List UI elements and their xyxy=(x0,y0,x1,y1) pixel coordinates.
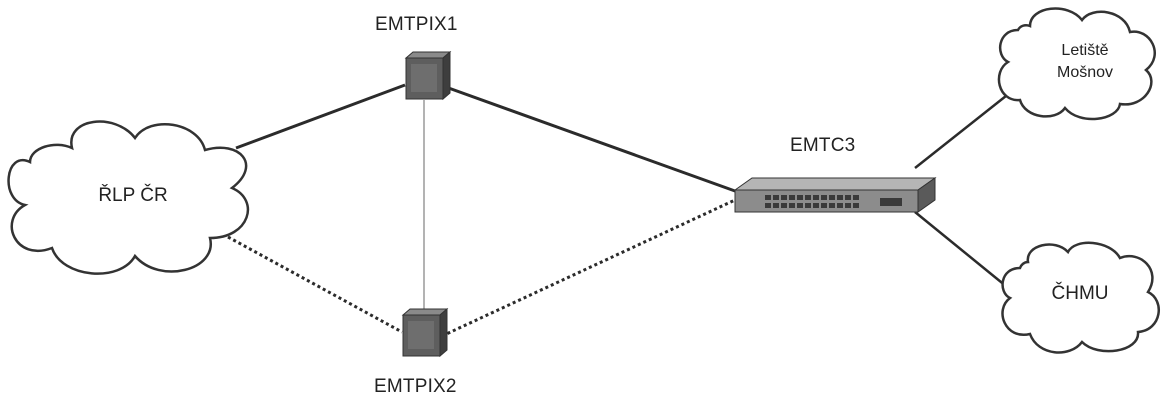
label-letiste: Letiště xyxy=(1061,42,1109,59)
link-emtpix1-emtc3 xyxy=(442,84,736,193)
link-emtc3-chmu xyxy=(914,211,1013,292)
link-rlp-emtpix1 xyxy=(235,83,406,150)
label-mosnov: Mošnov xyxy=(1056,64,1114,81)
label-emtc3: EMTC3 xyxy=(790,135,856,156)
cloud-chmu xyxy=(1001,241,1160,354)
firewall-emtpix2-icon xyxy=(401,307,449,358)
cloud-rlp-cr xyxy=(7,120,250,275)
label-cloud-chmu: ČHMU xyxy=(1051,283,1109,304)
label-cloud-rlp-cr: ŘLP ČR xyxy=(98,185,168,206)
label-cloud-letiste-mosnov: Letiště Mošnov xyxy=(1030,40,1140,84)
link-rlp-emtpix2 xyxy=(227,235,403,334)
label-emtpix2: EMTPIX2 xyxy=(374,376,457,397)
link-emtpix2-emtc3 xyxy=(441,198,736,338)
firewall-emtpix1-icon xyxy=(404,50,452,101)
connections xyxy=(227,83,1013,338)
link-emtc3-letiste xyxy=(914,91,1012,169)
switch-emtc3-icon xyxy=(733,177,937,213)
cloud-letiste-mosnov xyxy=(997,7,1156,121)
label-emtpix1: EMTPIX1 xyxy=(375,14,458,35)
